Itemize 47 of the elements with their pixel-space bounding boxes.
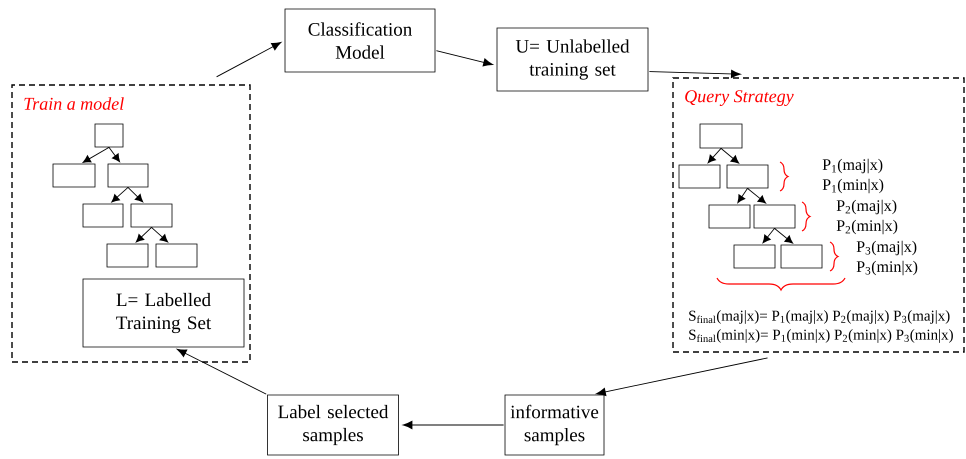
tree-box (754, 204, 796, 228)
arrow (82, 146, 110, 163)
probability-label: P$_{2}$(min|x) (836, 220, 898, 234)
tree-box (52, 164, 96, 188)
probability-label: P$_{3}$(maj|x) (856, 240, 916, 256)
arrow (402, 420, 504, 430)
process-box: informative samples (504, 394, 604, 456)
arrow (596, 357, 768, 396)
probability-label: P$_{2}$(maj|x) (836, 200, 896, 214)
arrow (128, 186, 144, 202)
frame-heading: Train a model (24, 97, 124, 110)
arrow (151, 226, 168, 242)
arrow (708, 148, 722, 164)
arrow (136, 226, 152, 242)
tree-box (700, 124, 742, 148)
arrow (747, 188, 766, 204)
probability-label: P$_{3}$(min|x) (856, 260, 918, 276)
tree-box (734, 244, 776, 268)
tree-box (726, 164, 768, 188)
frame-heading: Query Strategy (685, 90, 794, 106)
arrow (774, 228, 794, 244)
arrow (111, 186, 128, 202)
tree-box (82, 204, 124, 228)
process-box: U= Unlabelled training set (496, 28, 648, 92)
arrow (648, 70, 741, 78)
tree-box (708, 204, 750, 228)
arrow (436, 50, 493, 66)
probability-label: S$_{final}$(min|x)= P$_{1}$(min|x) P$_{2}$(min|x) P$_{3}$(min|x) (689, 329, 953, 343)
process-box: Label selected samples (267, 394, 399, 456)
process-box: L= Labelled Training Set (82, 278, 244, 348)
tree-box (780, 244, 822, 268)
tree-box (130, 204, 172, 228)
probability-label: S$_{final}$(maj|x)= P$_{1}$(maj|x) P$_{2}$(maj|x) P$_{3}$(maj|x) (689, 310, 950, 324)
probability-label: P$_{1}$(min|x) (822, 178, 884, 194)
tree-box (94, 124, 124, 148)
tree-box (106, 244, 148, 268)
probability-label: P$_{1}$(maj|x) (822, 158, 882, 174)
process-box: Classification Model (284, 8, 436, 72)
tree-box (678, 164, 720, 188)
arrow (108, 146, 120, 162)
arrow (762, 228, 775, 244)
arrow (720, 148, 740, 164)
tree-box (156, 244, 198, 268)
arrow (737, 188, 748, 204)
arrow (176, 348, 267, 395)
arrow (216, 42, 282, 78)
tree-box (108, 164, 148, 188)
